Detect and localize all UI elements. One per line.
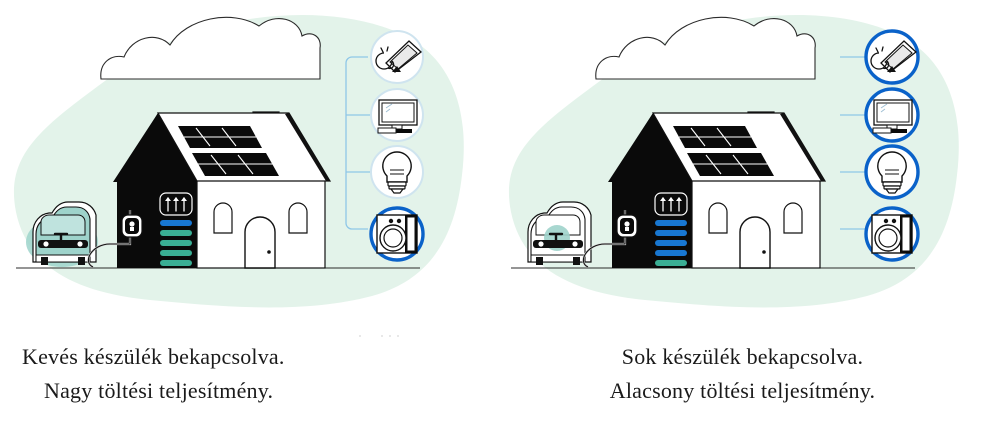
electric-car	[527, 201, 592, 265]
smart-control-panel	[159, 192, 193, 216]
lightbulb-icon	[382, 151, 412, 194]
device-icon-monitor[interactable]	[864, 87, 920, 143]
device-icon-lightbulb[interactable]	[864, 144, 920, 200]
house	[608, 111, 827, 269]
power-meter-bars	[655, 220, 687, 266]
cloud-icon	[595, 16, 816, 80]
front-door	[244, 216, 276, 269]
panel-many-devices: Sok készülék bekapcsolva. Alacsony tölté…	[495, 0, 990, 433]
wallbox-charger	[87, 210, 143, 269]
solar-panels	[673, 126, 774, 176]
house	[113, 111, 332, 269]
power-bar	[655, 240, 687, 246]
power-meter-bars	[160, 220, 192, 266]
solar-panels	[178, 126, 279, 176]
washing-machine-icon	[871, 214, 913, 254]
device-icon-washing-machine[interactable]	[864, 206, 920, 262]
power-bar	[655, 260, 687, 266]
power-bar	[655, 230, 687, 236]
power-bar	[160, 220, 192, 226]
illustration-few-devices	[0, 0, 495, 330]
front-door	[739, 216, 771, 269]
device-icon-monitor[interactable]	[370, 88, 424, 142]
power-bar	[160, 230, 192, 236]
wallbox-charger	[582, 210, 638, 269]
window-right	[783, 202, 803, 234]
stray-dots-artifact	[355, 331, 415, 343]
caption-line-2: Nagy töltési teljesítmény.	[44, 378, 274, 404]
window-left	[708, 202, 728, 234]
electric-car	[26, 201, 98, 267]
window-right	[288, 202, 308, 234]
power-bar	[655, 220, 687, 226]
washing-machine-icon	[376, 214, 418, 254]
illustration-many-devices	[495, 0, 990, 330]
monitor-icon	[872, 99, 913, 134]
device-connector-lines	[840, 56, 866, 230]
monitor-icon	[377, 99, 418, 134]
caption-line-1: Sok készülék bekapcsolva.	[621, 344, 864, 369]
laptop-plug-icon	[870, 40, 918, 73]
device-icon-washing-machine[interactable]	[369, 206, 425, 262]
power-bar	[160, 250, 192, 256]
power-bar	[160, 260, 192, 266]
power-bar	[160, 240, 192, 246]
caption-block-few-devices: Kevés készülék bekapcsolva. Nagy töltési…	[0, 330, 495, 433]
caption-line-2: Alacsony töltési teljesítmény.	[609, 378, 876, 404]
lightbulb-icon	[877, 151, 907, 194]
power-bar	[655, 250, 687, 256]
device-icon-laptop-plug[interactable]	[370, 30, 424, 84]
window-left	[213, 202, 233, 234]
device-connector-lines	[345, 56, 370, 230]
device-icon-lightbulb[interactable]	[370, 145, 424, 199]
smart-control-panel	[654, 192, 688, 216]
caption-block-many-devices: Sok készülék bekapcsolva. Alacsony tölté…	[495, 330, 990, 433]
panel-few-devices: Kevés készülék bekapcsolva. Nagy töltési…	[0, 0, 495, 433]
device-icon-laptop-plug[interactable]	[864, 29, 920, 85]
cloud-icon	[100, 16, 321, 80]
caption-line-1: Kevés készülék bekapcsolva.	[22, 344, 285, 369]
laptop-plug-icon	[375, 40, 423, 73]
